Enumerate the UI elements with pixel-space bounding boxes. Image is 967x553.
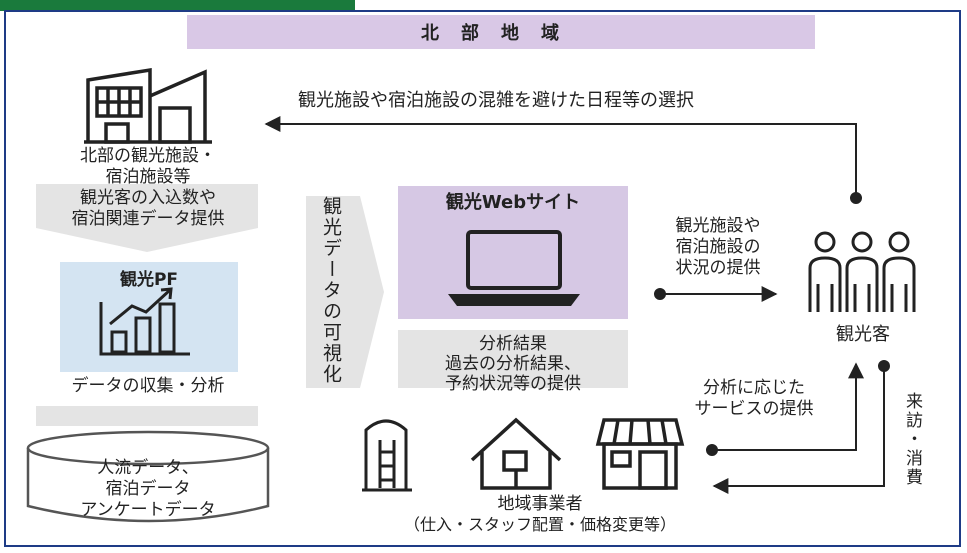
local-business-line1: 地域事業者 <box>497 494 583 514</box>
house-icon <box>470 417 562 490</box>
shop-icon <box>595 418 685 490</box>
service-provide-line2: サービスの提供 <box>694 399 814 419</box>
facility-provide-line1: 観光客の入込数や <box>80 188 216 208</box>
database-line3: アンケートデータ <box>80 500 216 520</box>
silo-icon <box>362 419 412 492</box>
top-arrow-label: 観光施設や宿泊施設の混雑を避けた日程等の選択 <box>298 90 694 111</box>
analysis-line1: 分析結果 <box>479 334 547 354</box>
chart-icon <box>99 287 190 356</box>
database-line2: 宿泊データ <box>105 479 191 499</box>
analysis-band <box>398 330 628 388</box>
laptop-icon <box>448 230 580 306</box>
website-tourists-arrow <box>654 286 778 302</box>
top-return-arrow <box>264 116 862 204</box>
building-icon <box>84 67 212 144</box>
facility-data-chevron <box>36 184 258 252</box>
platform-shadow-band <box>36 406 258 426</box>
local-business-line2: （仕入・スタッフ配置・価格変更等） <box>403 515 676 534</box>
status-provide-line3: 状況の提供 <box>675 258 761 278</box>
visualize-label: 観光データの可視化 <box>320 196 342 385</box>
service-arrow <box>706 362 864 456</box>
status-provide-line1: 観光施設や <box>675 216 761 236</box>
visit-arrow <box>712 360 890 494</box>
tourists-label: 観光客 <box>836 324 890 345</box>
region-title: 北部地域 <box>421 23 581 44</box>
tourists-icon <box>808 231 916 312</box>
website-label: 観光Webサイト <box>445 192 581 213</box>
visualize-chevron <box>306 196 384 388</box>
top-tab-bar <box>0 0 355 11</box>
visit-label: 来訪・消費 <box>902 392 922 487</box>
database-line1: 人流データ、 <box>97 458 199 478</box>
facility-provide-line2: 宿泊関連データ提供 <box>71 209 225 229</box>
status-provide-line2: 宿泊施設の <box>675 237 761 257</box>
facility-label-line1: 北部の観光施設・ <box>80 146 216 166</box>
facility-label-line2: 宿泊施設等 <box>105 167 191 187</box>
platform-label: 観光PF <box>119 270 179 290</box>
analysis-line2: 過去の分析結果、 <box>445 354 581 374</box>
platform-caption: データの収集・分析 <box>71 376 225 396</box>
service-provide-line1: 分析に応じた <box>703 378 805 398</box>
region-title-band: 北部地域 <box>187 15 815 49</box>
database-icon <box>26 430 270 523</box>
analysis-line3: 予約状況等の提供 <box>445 374 581 394</box>
